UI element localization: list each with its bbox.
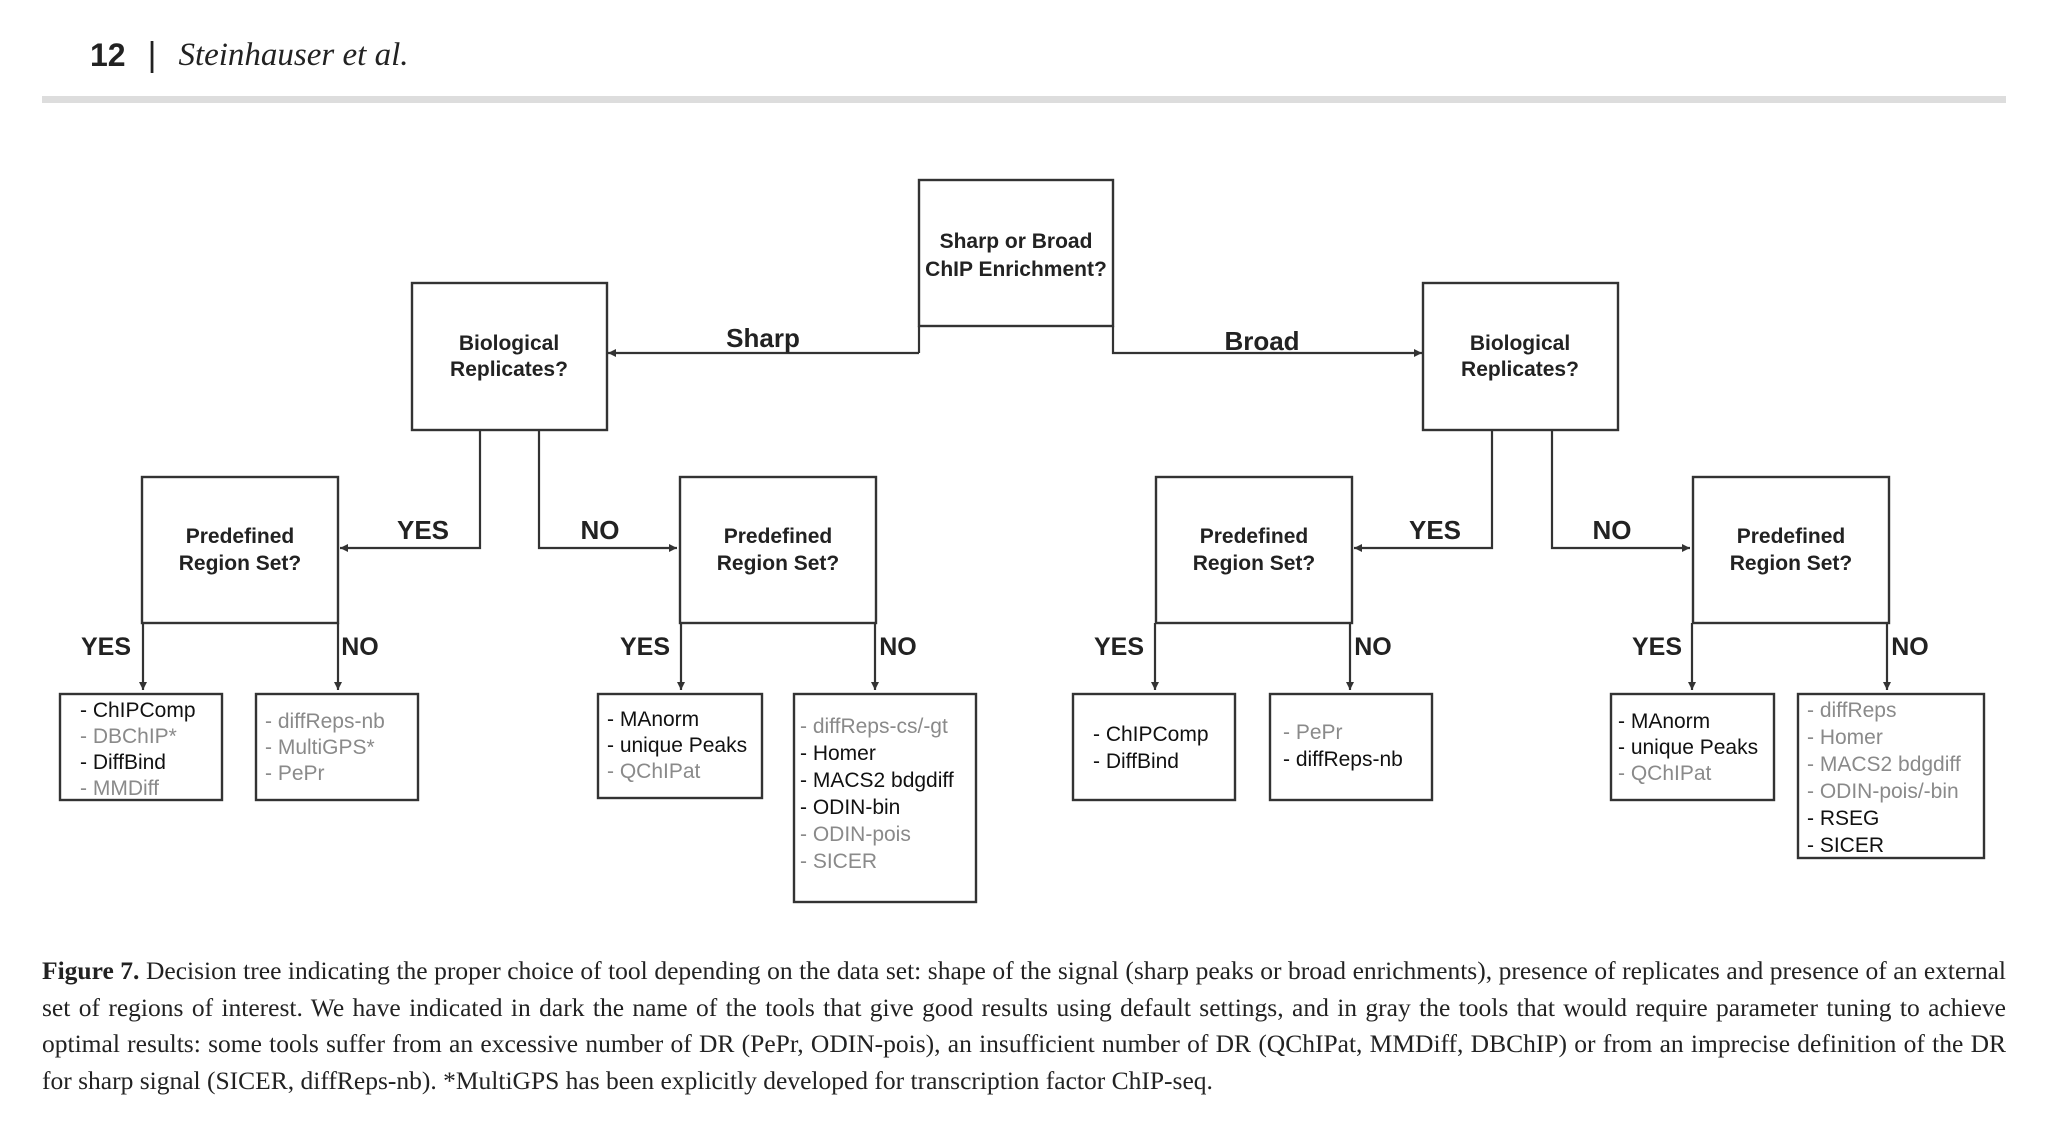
tool-item: - diffReps-cs/-gt: [800, 715, 948, 738]
region-node-sharp-yes: Predefined Region Set?: [140, 475, 340, 625]
yes-label: YES: [1632, 633, 1682, 661]
edge-broad-yes: [1354, 431, 1494, 552]
replicates-node-broad: Biological Replicates?: [1421, 281, 1620, 432]
decision-tree-diagram: Sharp or Broad ChIP Enrichment? Biologic…: [58, 178, 1986, 904]
replicates-line-2: Replicates?: [450, 358, 568, 381]
yes-label: YES: [397, 515, 449, 545]
tool-item: - ODIN-pois/-bin: [1807, 780, 1959, 803]
yes-label: YES: [1094, 633, 1144, 661]
region-line-2: Region Set?: [717, 552, 840, 575]
tool-item: - QChIPat: [1618, 762, 1712, 785]
tool-item: - MMDiff: [80, 777, 159, 800]
running-authors: Steinhauser et al.: [178, 36, 409, 73]
region-node-broad-yes: Predefined Region Set?: [1154, 475, 1354, 625]
tool-item: - PePr: [1283, 721, 1343, 744]
tool-item: - RSEG: [1807, 807, 1879, 830]
page-number: 12: [90, 36, 126, 73]
leaf-broad-yes-yes: - ChIPComp - DiffBind: [1071, 692, 1237, 802]
tool-item: - MAnorm: [1618, 710, 1710, 733]
tool-item: - ChIPComp: [80, 699, 196, 722]
header-separator: |: [147, 35, 157, 74]
leaf-broad-yes-no: - PePr - diffReps-nb: [1268, 692, 1434, 802]
sharp-label: Sharp: [726, 323, 800, 353]
tool-item: - diffReps-nb: [1283, 748, 1403, 771]
replicates-line-2: Replicates?: [1461, 358, 1579, 381]
header-rule: [42, 96, 2006, 103]
leaf-sharp-no-no: - diffReps-cs/-gt - Homer - MACS2 bdgdiff -…: [792, 692, 978, 904]
figure-label: Figure 7.: [42, 956, 140, 985]
leaf-sharp-yes-yes: - ChIPComp - DBChIP* - DiffBind - MMDiff: [58, 692, 224, 802]
region-node-sharp-no: Predefined Region Set?: [678, 475, 878, 625]
leaf-broad-no-yes: - MAnorm - unique Peaks - QChIPat: [1609, 692, 1776, 802]
edge-labels: Sharp Broad YES NO YES NO YES NO YES NO …: [81, 323, 1929, 661]
figure-caption: Figure 7. Decision tree indicating the p…: [42, 953, 2006, 1099]
no-label: NO: [879, 633, 917, 661]
region-node-broad-no: Predefined Region Set?: [1691, 475, 1891, 625]
tool-item: - ODIN-pois: [800, 823, 911, 846]
replicates-node-sharp: Biological Replicates?: [410, 281, 609, 432]
tool-item: - DiffBind: [1093, 750, 1179, 773]
tool-item: - MultiGPS*: [265, 736, 375, 759]
leaf-broad-no-no: - diffReps - Homer - MACS2 bdgdiff - ODIN-p…: [1796, 692, 1986, 860]
region-line-1: Predefined: [1737, 525, 1846, 548]
region-line-1: Predefined: [186, 525, 295, 548]
root-line-2: ChIP Enrichment?: [925, 258, 1107, 281]
tool-item: - DiffBind: [80, 751, 166, 774]
no-label: NO: [1891, 633, 1929, 661]
edge-sharp-yes: [340, 431, 482, 552]
yes-label: YES: [1409, 515, 1461, 545]
tool-item: - MACS2 bdgdiff: [1807, 753, 1961, 776]
tool-item: - diffReps: [1807, 699, 1897, 722]
tool-item: - ChIPComp: [1093, 723, 1209, 746]
tool-item: - Homer: [1807, 726, 1883, 749]
region-line-1: Predefined: [724, 525, 833, 548]
broad-label: Broad: [1224, 326, 1299, 356]
root-node: Sharp or Broad ChIP Enrichment?: [917, 178, 1115, 328]
no-label: NO: [1354, 633, 1392, 661]
tool-item: - PePr: [265, 762, 325, 785]
no-label: NO: [581, 515, 620, 545]
tool-item: - SICER: [1807, 834, 1884, 857]
region-line-2: Region Set?: [1730, 552, 1853, 575]
replicates-line-1: Biological: [459, 332, 559, 355]
connectors: [139, 326, 1891, 690]
edge-sharp-no: [537, 431, 677, 552]
tool-item: - QChIPat: [607, 760, 701, 783]
no-label: NO: [1593, 515, 1632, 545]
no-label: NO: [341, 633, 379, 661]
tool-item: - SICER: [800, 850, 877, 873]
tool-item: - Homer: [800, 742, 876, 765]
tool-item: - MAnorm: [607, 708, 699, 731]
root-line-1: Sharp or Broad: [940, 230, 1093, 253]
leaf-sharp-yes-no: - diffReps-nb - MultiGPS* - PePr: [254, 692, 420, 802]
yes-label: YES: [81, 633, 131, 661]
region-line-2: Region Set?: [179, 552, 302, 575]
yes-label: YES: [620, 633, 670, 661]
page-header: 12 | Steinhauser et al.: [90, 30, 409, 80]
leaf-sharp-no-yes: - MAnorm - unique Peaks - QChIPat: [596, 692, 764, 800]
region-line-1: Predefined: [1200, 525, 1309, 548]
edge-broad: [1111, 326, 1422, 357]
tool-item: - DBChIP*: [80, 725, 177, 748]
tool-item: - diffReps-nb: [265, 710, 385, 733]
figure-caption-text: Decision tree indicating the proper choi…: [42, 956, 2006, 1095]
replicates-line-1: Biological: [1470, 332, 1570, 355]
edge-broad-no: [1550, 431, 1690, 552]
tool-item: - unique Peaks: [607, 734, 747, 757]
tool-item: - unique Peaks: [1618, 736, 1758, 759]
tool-item: - ODIN-bin: [800, 796, 900, 819]
tool-item: - MACS2 bdgdiff: [800, 769, 954, 792]
region-line-2: Region Set?: [1193, 552, 1316, 575]
